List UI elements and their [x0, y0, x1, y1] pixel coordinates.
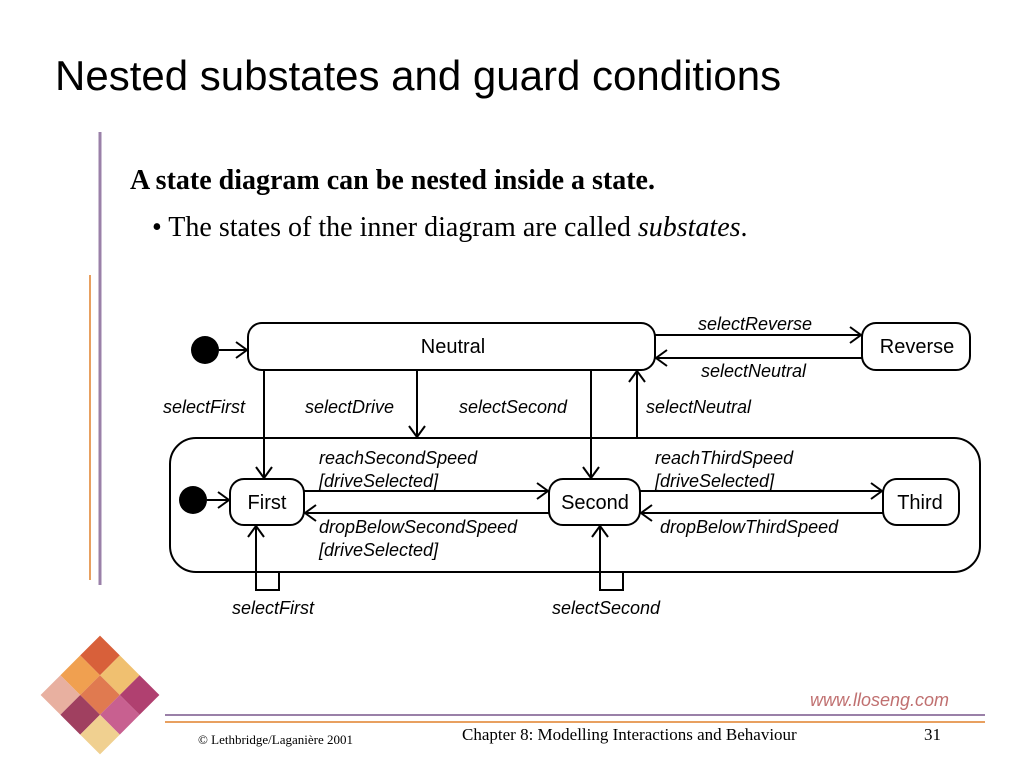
state-neutral	[247, 322, 656, 371]
arrowhead	[870, 482, 884, 500]
initial-pseudostate-top	[191, 336, 219, 364]
arrowhead	[255, 466, 273, 480]
arrowhead	[849, 326, 863, 344]
arrowhead	[591, 524, 609, 538]
state-reverse	[861, 322, 971, 371]
state-second	[548, 478, 641, 526]
transition-label-select-first-bottom: selectFirst	[232, 598, 315, 618]
guard-label-reach-second: [driveSelected]	[318, 471, 439, 491]
state-neutral-label: Neutral	[421, 336, 485, 358]
arrowhead	[628, 369, 646, 383]
arrowhead	[303, 504, 317, 522]
footer-page-number: 31	[924, 725, 941, 744]
arrowhead	[217, 491, 231, 509]
transition-label-select-second-top: selectSecond	[459, 397, 568, 417]
transition-label-select-drive: selectDrive	[305, 397, 394, 417]
transition-label-select-first-top: selectFirst	[163, 397, 246, 417]
first-self-loop-arrow	[255, 526, 280, 591]
bullet-text: • The states of the inner diagram are ca…	[152, 212, 638, 243]
state-first	[229, 478, 305, 526]
transition-label-drop-below-second: dropBelowSecondSpeed	[319, 517, 518, 537]
guard-label-reach-third: [driveSelected]	[654, 471, 775, 491]
initial-pseudostate-inner	[179, 486, 207, 514]
transition-label-select-neutral-right: selectNeutral	[646, 397, 752, 417]
transition-label-reach-second-speed: reachSecondSpeed	[319, 448, 478, 468]
transition-label-select-neutral-top: selectNeutral	[701, 361, 807, 381]
state-third-label: Third	[897, 492, 943, 514]
arrowhead	[247, 524, 265, 538]
transition-label-reach-third-speed: reachThirdSpeed	[655, 448, 794, 468]
arrowhead	[235, 341, 249, 359]
state-first-label: First	[248, 492, 287, 514]
transition-label-select-second-bottom: selectSecond	[552, 598, 661, 618]
bullet-point: • The states of the inner diagram are ca…	[152, 212, 748, 244]
arrowhead	[536, 482, 550, 500]
arrowhead	[582, 466, 600, 480]
footer-copyright: © Lethbridge/Laganière 2001	[198, 732, 353, 747]
state-second-label: Second	[561, 492, 629, 514]
second-self-loop-arrow	[599, 526, 624, 591]
footer-chapter: Chapter 8: Modelling Interactions and Be…	[462, 725, 797, 744]
brand-url: www.lloseng.com	[810, 690, 950, 710]
arrowhead	[408, 425, 426, 439]
transition-label-drop-below-third: dropBelowThirdSpeed	[660, 517, 839, 537]
state-third	[882, 478, 960, 526]
state-reverse-label: Reverse	[880, 336, 954, 358]
bullet-emphasis: substates	[637, 212, 741, 243]
slide-title: Nested substates and guard conditions	[55, 52, 782, 99]
guard-label-drop-below-second: [driveSelected]	[318, 540, 439, 560]
transition-label-select-reverse: selectReverse	[698, 314, 812, 334]
slide-heading: A state diagram can be nested inside a s…	[130, 165, 655, 196]
arrowhead	[639, 504, 653, 522]
arrowhead	[654, 349, 668, 367]
composite-state-drive	[169, 437, 981, 573]
bullet-suffix: .	[740, 212, 748, 243]
